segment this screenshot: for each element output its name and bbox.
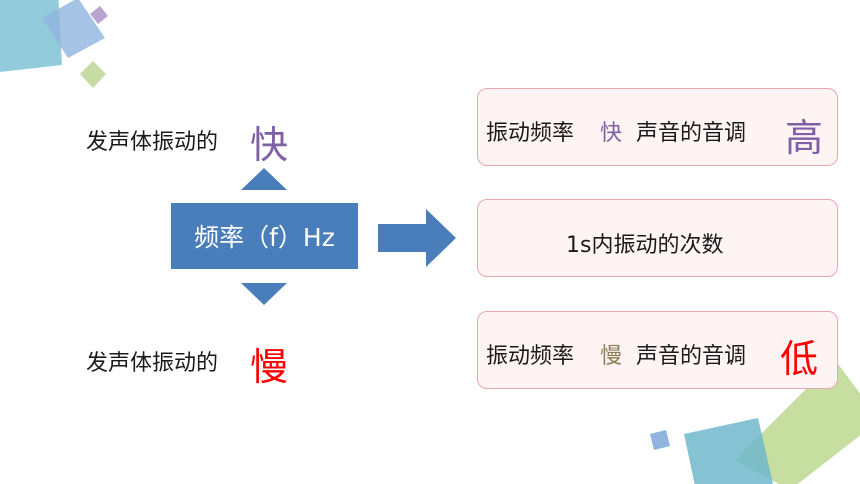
decor-square-small-blue [650,430,670,450]
decor-square-purple [90,6,108,24]
card-low-pitch: 振动频率 慢 声音的音调 低 [477,311,838,389]
card-low-suffix: 声音的音调 [636,344,747,369]
down-triangle-icon [241,283,287,305]
card-low-result: 低 [780,337,819,381]
card-low-speed: 慢 [600,344,623,369]
card-high-speed: 快 [600,121,623,146]
decor-square-green [80,61,106,88]
card-definition-text: 1s内振动的次数 [566,233,724,258]
decor-square-green-large [735,360,860,484]
decor-squares-top-left [0,0,108,88]
fast-prefix-text: 发声体振动的 [86,130,219,155]
card-definition: 1s内振动的次数 [477,199,838,277]
card-high-prefix: 振动频率 [486,121,575,146]
decor-square-teal-large [684,418,774,484]
frequency-label: 频率（f）Hz [194,223,335,252]
decor-squares-bottom-right [650,336,860,484]
up-triangle-icon [241,168,287,190]
frequency-box: 频率（f）Hz [171,203,358,269]
right-arrow-icon [378,209,456,267]
decor-square-teal [0,0,62,72]
fast-word: 快 [250,123,289,167]
slow-word: 慢 [250,345,289,389]
decor-square-blue [42,0,105,58]
card-low-prefix: 振动频率 [486,344,575,369]
card-high-result: 高 [785,116,824,160]
card-high-suffix: 声音的音调 [636,121,747,146]
slow-prefix-text: 发声体振动的 [86,351,219,376]
card-high-pitch: 振动频率 快 声音的音调 高 [477,88,838,166]
